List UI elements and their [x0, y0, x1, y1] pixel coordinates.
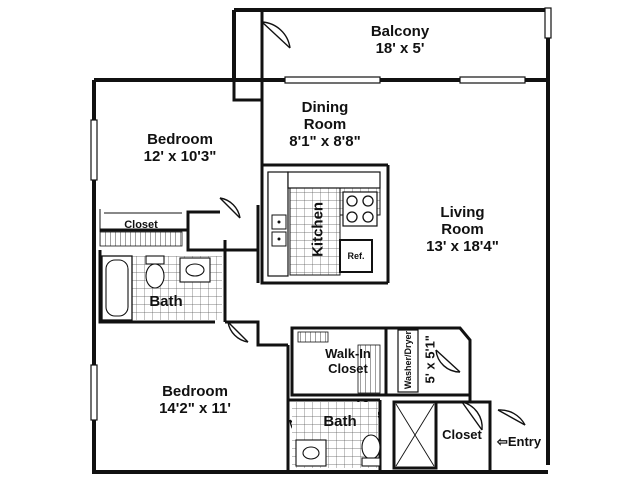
windows — [90, 7, 552, 421]
kitchen-area — [267, 171, 381, 277]
bath-1-name: Bath — [149, 293, 183, 310]
dining-room-line1: Dining — [301, 99, 349, 116]
bath-1-label: Bath — [138, 293, 194, 311]
bath-1-fixtures — [101, 255, 222, 321]
closet-2-name: Closet — [442, 427, 482, 442]
bedroom-1-name: Bedroom — [147, 131, 213, 148]
walk-in-closet-line1: Walk-In — [325, 346, 371, 361]
closet-2-label: Closet — [436, 427, 488, 443]
stove-icon — [342, 191, 378, 227]
dining-room-size: 8'1" x 8'8" — [289, 132, 361, 150]
refrigerator-icon — [339, 239, 373, 273]
washer-dryer-space — [397, 329, 419, 393]
entry-name: Entry — [507, 434, 542, 449]
sink-icon — [179, 257, 211, 283]
walk-in-closet-label: Walk-In Closet — [308, 346, 388, 376]
kitchen-label: Kitchen — [309, 194, 328, 264]
bath-2-label: Bath — [312, 413, 368, 431]
balcony-name: Balcony — [370, 23, 430, 40]
washer-dryer-name: Washer/Dryer — [402, 330, 413, 390]
balcony-size: 18' x 5' — [375, 39, 425, 57]
shower-icon — [395, 403, 435, 467]
refrigerator-name: Ref. — [347, 251, 365, 261]
entry-arrow-icon: ⇦ — [496, 434, 508, 449]
living-room-label: Living Room 13' x 18'4" — [400, 204, 525, 255]
bedroom-2-label: Bedroom 14'2" x 11' — [135, 383, 255, 418]
washer-dryer-label: Washer/Dryer — [403, 330, 413, 390]
living-room-line2: Room — [441, 220, 484, 238]
toilet-icon — [361, 434, 381, 467]
refrigerator-label: Ref. — [340, 251, 372, 261]
dining-room-line2: Room — [303, 115, 347, 133]
closet-1-label: Closet — [110, 219, 172, 231]
interior-walls — [98, 10, 492, 472]
living-room-line1: Living — [440, 204, 485, 221]
dining-room-label: Dining Room 8'1" x 8'8" — [270, 99, 380, 150]
kitchen-name: Kitchen — [309, 201, 327, 257]
bedroom-2-size: 14'2" x 11' — [159, 399, 231, 417]
balcony-label: Balcony 18' x 5' — [345, 23, 455, 58]
bath-2-fixtures — [292, 402, 435, 468]
toilet-icon — [145, 255, 165, 289]
sink-icon — [295, 439, 327, 467]
entry-label: ⇦Entry — [494, 434, 544, 450]
walk-in-closet-line2: Closet — [328, 360, 368, 376]
laundry-size-label: 5' x 5'1" — [422, 327, 439, 391]
bedroom-1-label: Bedroom 12' x 10'3" — [120, 131, 240, 166]
sink-icon — [271, 214, 287, 247]
living-room-size: 13' x 18'4" — [426, 237, 499, 255]
bedroom-2-name: Bedroom — [162, 383, 228, 400]
closet-1-name: Closet — [124, 219, 158, 231]
bath-2-name: Bath — [323, 413, 357, 430]
bedroom-1-size: 12' x 10'3" — [143, 147, 217, 165]
closet-shelves — [99, 209, 381, 394]
bathtub-icon — [101, 255, 133, 321]
laundry-size: 5' x 5'1" — [422, 335, 438, 384]
